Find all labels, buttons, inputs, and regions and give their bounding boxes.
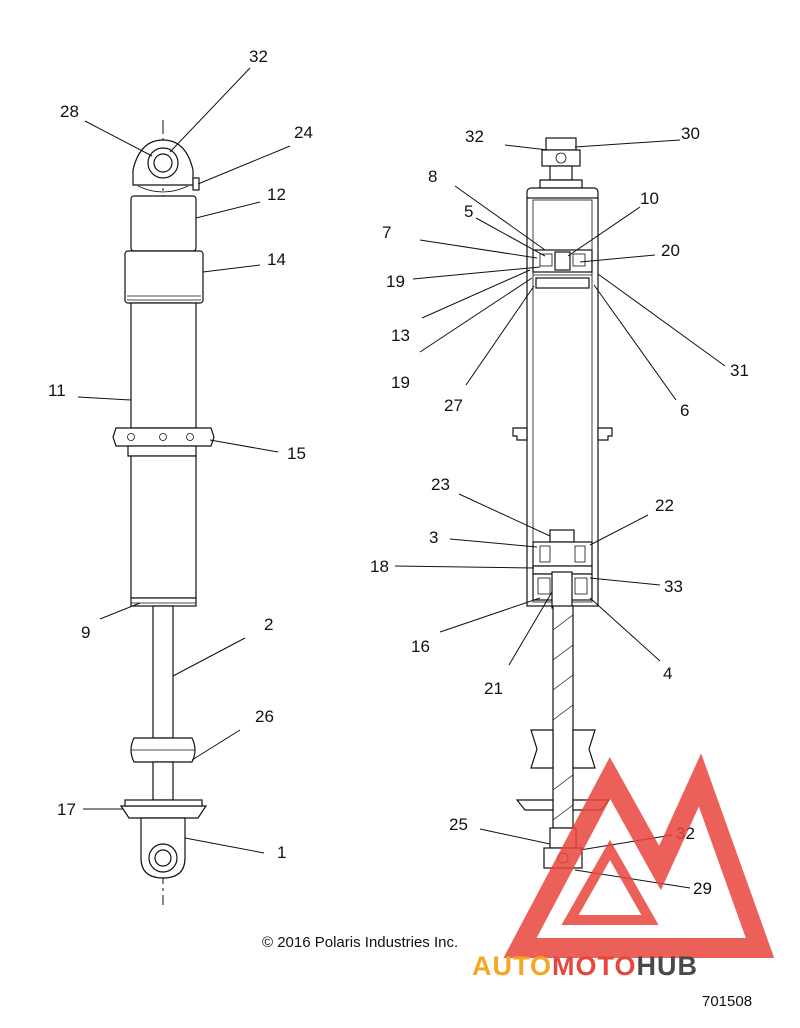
- diagram-number: 701508: [702, 993, 752, 1010]
- callout-8: 8: [428, 167, 437, 186]
- callout-22: 22: [655, 496, 674, 515]
- leader-lines: [77, 67, 726, 889]
- automotohub-watermark-logo: [503, 753, 775, 958]
- section-shock-view: [512, 137, 613, 869]
- callout-14: 14: [267, 250, 286, 269]
- callout-32-top-left: 32: [249, 47, 268, 66]
- callout-16: 16: [411, 637, 430, 656]
- callout-24: 24: [294, 123, 313, 142]
- callout-30: 30: [681, 124, 700, 143]
- callout-3: 3: [429, 528, 438, 547]
- callout-13: 13: [391, 326, 410, 345]
- callout-18: 18: [370, 557, 389, 576]
- callout-4: 4: [663, 664, 672, 683]
- callout-15: 15: [287, 444, 306, 463]
- callout-25: 25: [449, 815, 468, 834]
- callout-29: 29: [693, 879, 712, 898]
- callout-32-top-right: 32: [465, 127, 484, 146]
- callout-5: 5: [464, 202, 473, 221]
- callout-1: 1: [277, 843, 286, 862]
- callout-12: 12: [267, 185, 286, 204]
- callout-2: 2: [264, 615, 273, 634]
- callout-23: 23: [431, 475, 450, 494]
- callout-6: 6: [680, 401, 689, 420]
- callout-19-lower: 19: [391, 373, 410, 392]
- watermark-text-hub: HUB: [637, 951, 699, 981]
- callout-9: 9: [81, 623, 90, 642]
- callout-10: 10: [640, 189, 659, 208]
- callout-19-upper: 19: [386, 272, 405, 291]
- callout-20: 20: [661, 241, 680, 260]
- watermark-text-auto: AUTO: [472, 951, 552, 981]
- callout-28: 28: [60, 102, 79, 121]
- watermark-text-moto: MOTO: [552, 951, 637, 981]
- exterior-shock-view: [112, 120, 215, 905]
- callout-17: 17: [57, 800, 76, 819]
- callout-27: 27: [444, 396, 463, 415]
- callout-33: 33: [664, 577, 683, 596]
- callout-21: 21: [484, 679, 503, 698]
- callout-11: 11: [48, 381, 66, 400]
- callout-26: 26: [255, 707, 274, 726]
- copyright-text: © 2016 Polaris Industries Inc.: [262, 934, 458, 951]
- watermark-text: AUTOMOTOHUB: [472, 951, 698, 981]
- callout-31: 31: [730, 361, 749, 380]
- callout-7: 7: [382, 223, 391, 242]
